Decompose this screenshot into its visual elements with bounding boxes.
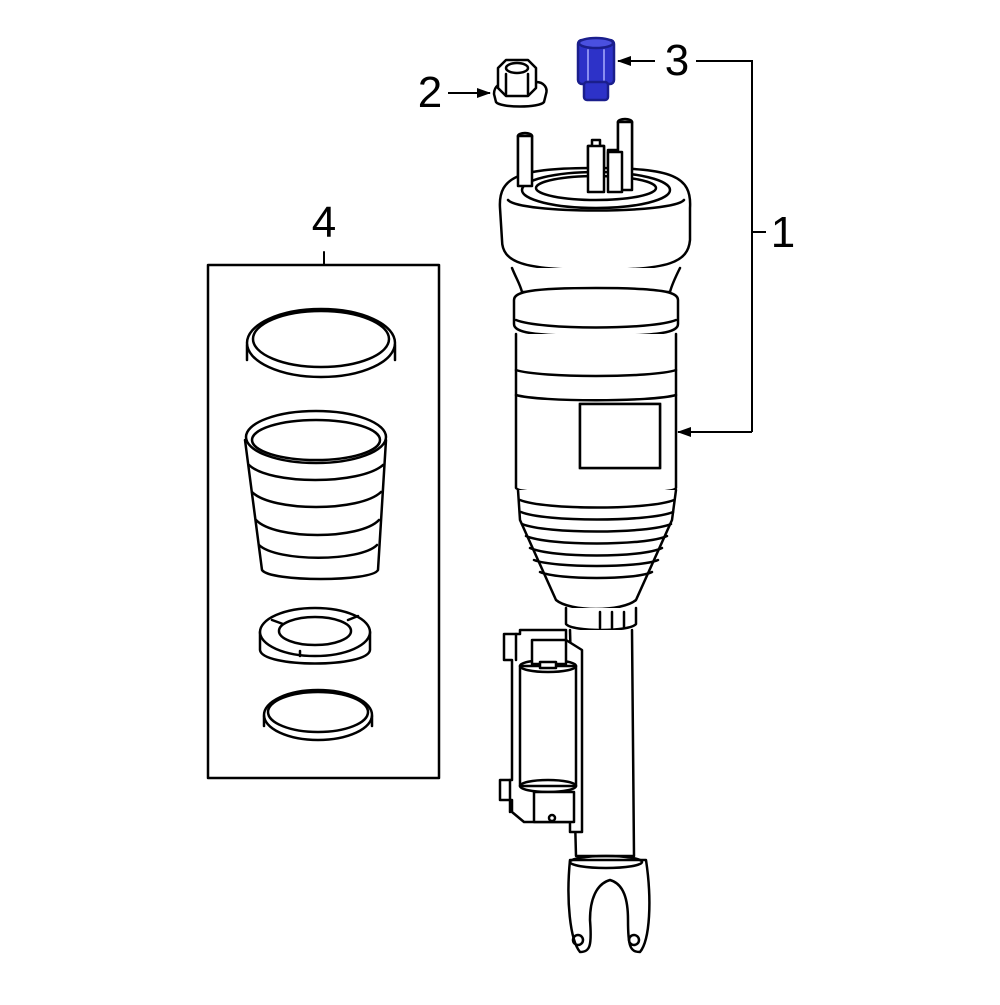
leader-1-bracket — [696, 60, 753, 432]
callout-1[interactable]: 1 — [770, 208, 796, 257]
kit-ring-top[interactable] — [245, 307, 397, 379]
kit-dust-boot[interactable] — [243, 409, 388, 581]
strut-label-plate — [578, 402, 662, 470]
kit-bump-stop[interactable] — [258, 606, 372, 665]
valve-part[interactable] — [576, 36, 616, 102]
dust-boot-kit-box — [206, 251, 441, 780]
air-strut-assembly[interactable] — [498, 117, 692, 954]
leader-lines — [448, 56, 766, 437]
callout-2[interactable]: 2 — [417, 68, 443, 117]
callout-4[interactable]: 4 — [311, 198, 337, 247]
nut-part[interactable] — [492, 58, 548, 108]
callout-3[interactable]: 3 — [664, 36, 690, 85]
kit-ring-bottom[interactable] — [262, 688, 374, 742]
